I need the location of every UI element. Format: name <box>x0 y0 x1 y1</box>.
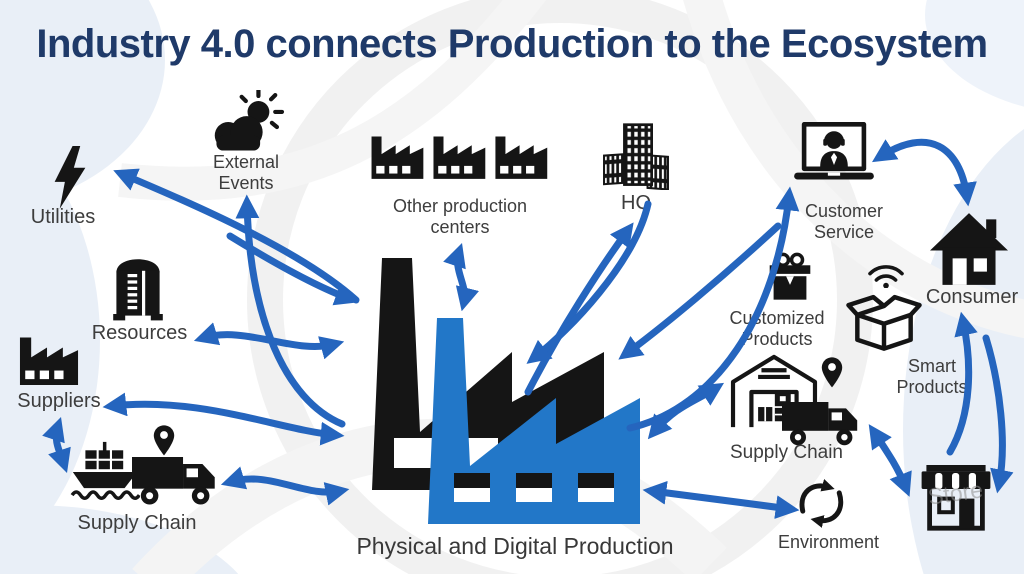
storefront-icon <box>921 465 991 531</box>
page-title: Industry 4.0 connects Production to the … <box>36 22 988 66</box>
environment-label: Environment <box>777 532 880 552</box>
overlapping-factories-icon <box>372 258 640 524</box>
production-caption: Physical and Digital Production <box>356 533 674 559</box>
pin-icon <box>820 356 844 390</box>
cargo-ship-icon <box>70 441 140 500</box>
open-box-icon <box>846 294 922 351</box>
supply-chain-left-label: Supply Chain <box>77 512 197 534</box>
utilities-label: Utilities <box>30 206 96 228</box>
wifi-icon <box>868 265 904 288</box>
suppliers-label: Suppliers <box>17 390 101 412</box>
house-icon <box>930 213 1008 285</box>
recycle-icon <box>799 479 844 528</box>
factory-icon <box>16 328 82 388</box>
cloud-sun-icon <box>214 90 285 151</box>
office-building-icon <box>603 123 669 190</box>
hq-label: HQ <box>621 192 651 214</box>
support-agent-laptop-icon <box>794 122 874 180</box>
resources-label: Resources <box>91 322 188 344</box>
consumer-label: Consumer <box>925 286 1019 308</box>
factory-row-icon <box>371 136 548 179</box>
smart-products-label: Smart Products <box>896 356 968 398</box>
supply-chain-right-label: Supply Chain <box>729 442 844 463</box>
other-production-centers-label: Other production centers <box>392 196 528 238</box>
silo-icon <box>113 259 163 321</box>
external-events-label: External Events <box>212 152 280 194</box>
truck-icon <box>132 450 220 508</box>
customer-service-label: Customer Service <box>804 201 884 243</box>
gift-icon <box>769 252 811 300</box>
customized-products-label: Customized Products <box>729 308 825 350</box>
lightning-icon <box>54 146 86 209</box>
